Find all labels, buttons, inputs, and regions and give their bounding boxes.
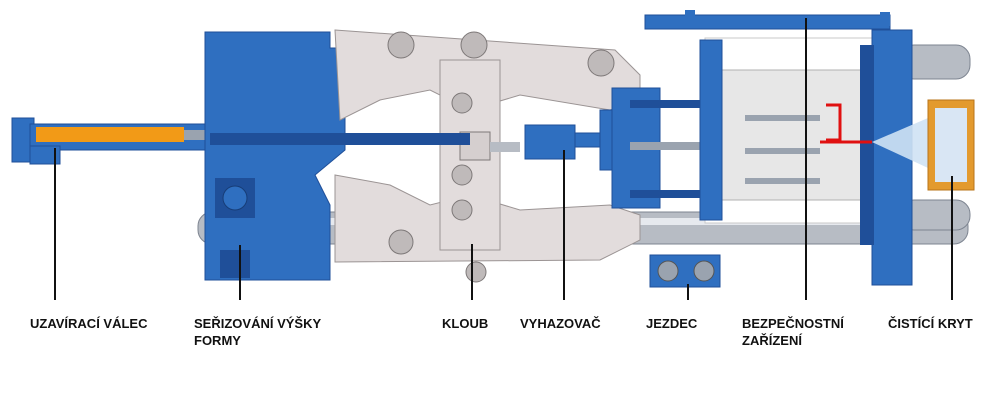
toggle-mechanism [334,29,641,283]
rear-platen [204,31,346,281]
label-slide: JEZDEC [646,316,698,331]
cylinder-piston-orange [36,127,184,142]
label-closing-cylinder: UZAVÍRACÍ VÁLEC [30,316,148,331]
cleaning-cover [927,99,975,191]
label-toggle: KLOUB [442,316,489,331]
closing-cylinder [11,117,211,165]
label-safety-line1: BEZPEČNOSTNÍ [742,316,844,331]
label-mold-height-adjustment: SEŘIZOVÁNÍ VÝŠKY FORMY [194,315,321,349]
label-ejector: VYHAZOVAČ [520,316,601,331]
label-safety-line2: ZAŘÍZENÍ [742,333,802,348]
label-mold-height-line2: FORMY [194,333,241,348]
label-cleaning-cover: ČISTÍCÍ KRYT [888,316,973,331]
safety-device-red [826,103,842,142]
leader-lines [54,18,953,300]
label-mold-height-line1: SEŘIZOVÁNÍ VÝŠKY [194,316,322,331]
label-safety-device: BEZPEČNOSTNÍ ZAŘÍZENÍ [742,315,844,349]
moving-platen [611,87,721,288]
nozzle-spray [872,118,928,168]
fixed-platen-area [644,10,928,286]
piston-rod [210,133,470,145]
